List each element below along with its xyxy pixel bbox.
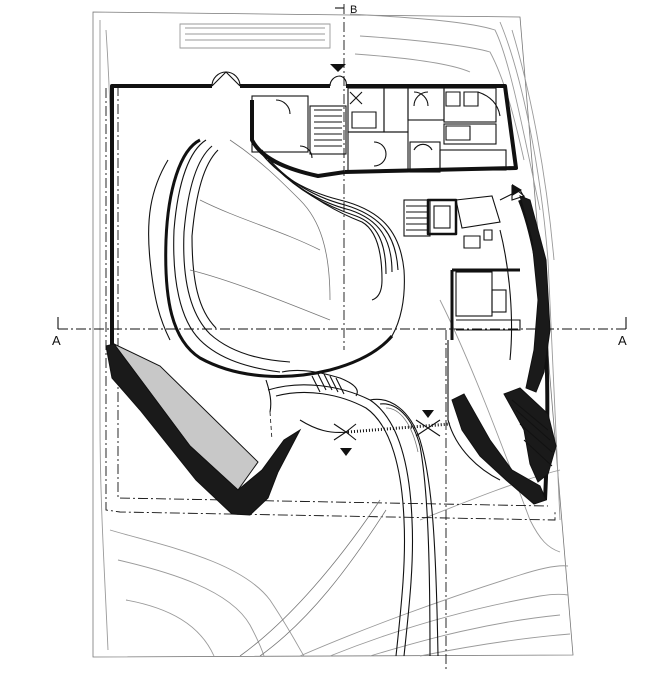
section-b-top-label: B [350,4,357,16]
bridge-crossing [333,410,451,456]
atrium-stair [265,379,273,441]
section-a-left-label: A [52,333,61,348]
section-line-b [335,4,447,670]
entry-arrows [330,64,522,196]
building-footprint-outline [105,86,556,521]
sw-shaded-wall [105,343,349,516]
se-shaded-wall [447,195,557,505]
section-line-a [57,317,628,330]
central-ramp [148,138,405,397]
site-boundary [92,11,574,658]
east-wing [403,184,529,340]
site-contour-lines [99,13,571,657]
section-a-right-label: A [618,333,627,348]
entrance-doors [211,71,347,87]
south-ramp-lines [239,384,439,657]
service-wing [251,87,507,173]
